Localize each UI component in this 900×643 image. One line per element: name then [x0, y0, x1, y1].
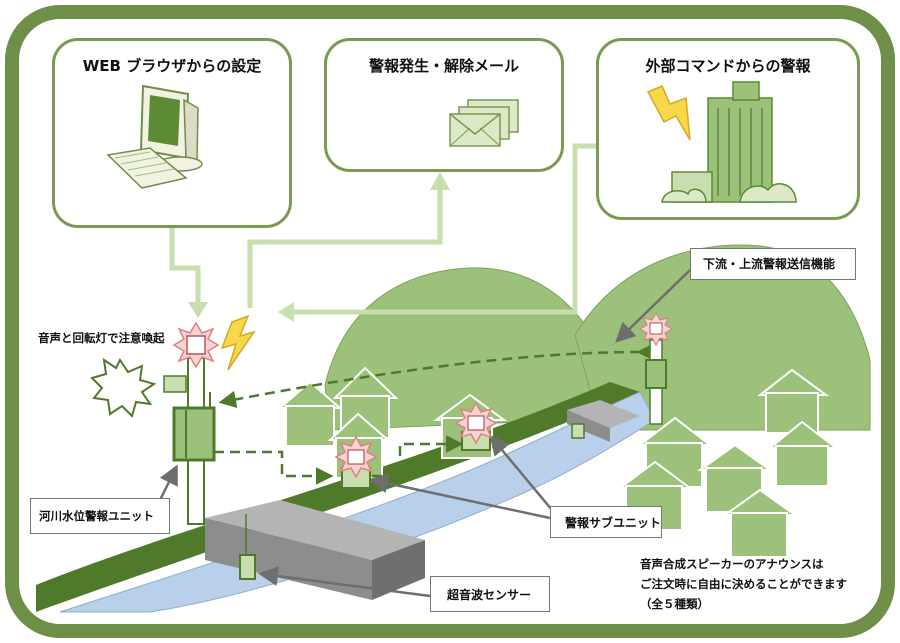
ultrasonic-sensor [239, 514, 256, 580]
downstream-function-label: 下流・上流警報送信機能 [703, 257, 836, 271]
link-main-upstream [218, 343, 655, 408]
pointer-river-unit [158, 464, 178, 501]
sub-unit-label: 警報サブユニット [565, 516, 662, 530]
command-box-title: 外部コマンドからの警報 [645, 57, 811, 75]
arrow-command-to-unit [292, 143, 598, 315]
house [767, 420, 839, 487]
sensor-label: 超音波センサー [447, 588, 532, 602]
announcement-line-3: （全５種類） [640, 597, 709, 611]
external-command-box: 外部コマンドからの警報 [596, 38, 860, 220]
upstream-alarm-unit [638, 311, 674, 425]
alarm-mail-box: 警報発生・解除メール [324, 38, 564, 172]
web-box-title: WEB ブラウザからの設定 [82, 57, 262, 75]
sub-unit-label-box: 警報サブユニット [550, 506, 662, 538]
announcement-line-2: ご注文時に自由に決めることができます [640, 577, 847, 591]
voice-light-label: 音声と回転灯で注意喚起 [38, 331, 165, 345]
lightning-icon [220, 314, 256, 371]
pointer-downstream [615, 269, 691, 343]
house [757, 368, 830, 434]
alarm-sub-unit-1 [334, 435, 378, 489]
pointer-sensor [258, 566, 431, 598]
river-level-alarm-unit [163, 321, 220, 525]
arrow-unit-to-mail [247, 186, 443, 308]
pointer-sub-unit-2 [489, 434, 553, 511]
house [721, 488, 799, 558]
upstream-sensor [571, 423, 585, 439]
mail-box-title: 警報発生・解除メール [368, 57, 519, 75]
pointer-sub-unit-1 [368, 473, 551, 520]
river-unit-label: 河川水位警報ユニット [39, 509, 154, 523]
river-unit-label-box: 河川水位警報ユニット [30, 498, 170, 534]
arrow-web-to-unit [169, 226, 201, 306]
link-sub1-sub2 [372, 435, 464, 478]
web-browser-settings-box: WEB ブラウザからの設定 [52, 38, 292, 228]
sound-burst-icon [90, 357, 157, 418]
link-main-sub1 [214, 450, 334, 485]
alarm-sub-unit-2 [454, 401, 498, 451]
announcement-line-1: 音声合成スピーカーのアナウンスは [640, 557, 824, 571]
downstream-function-label-box: 下流・上流警報送信機能 [690, 248, 856, 280]
sensor-label-box: 超音波センサー [430, 576, 550, 612]
